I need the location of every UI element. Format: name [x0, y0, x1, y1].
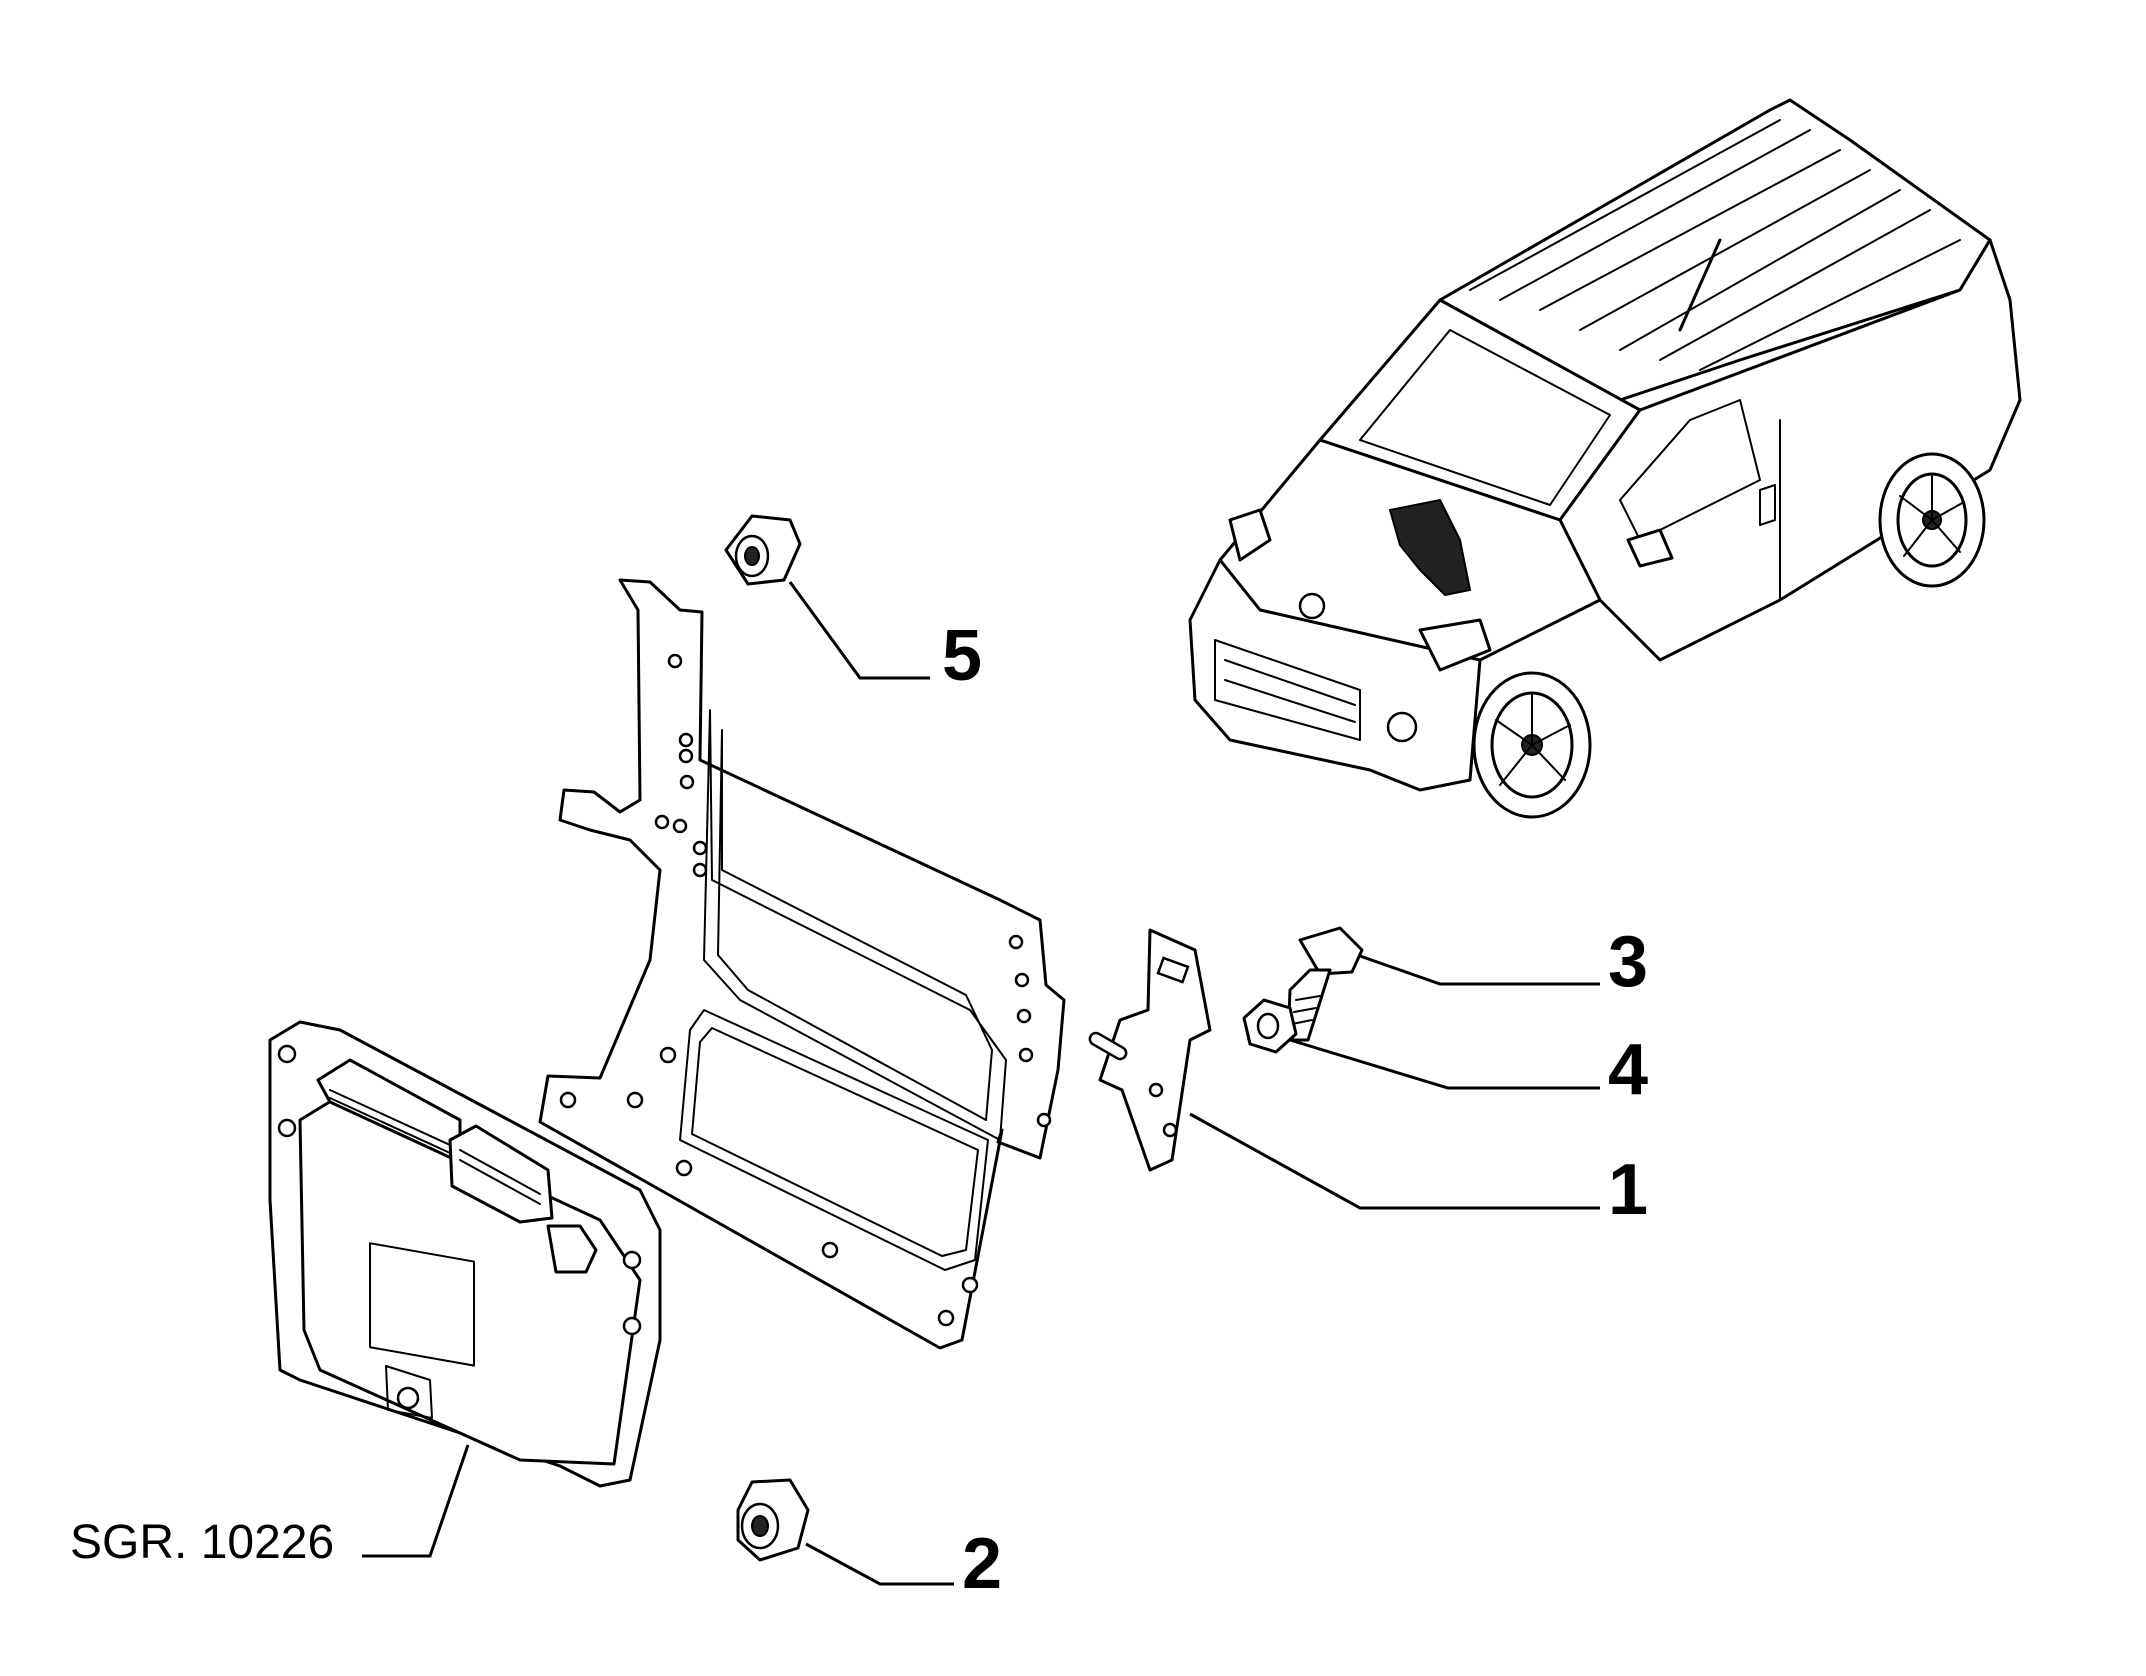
- callout-5: 5: [942, 616, 982, 696]
- callout-3: 3: [1608, 922, 1648, 1002]
- callout-1: 1: [1608, 1150, 1648, 1230]
- engine-control-unit: [268, 1020, 662, 1558]
- bolt-part-3: [1286, 926, 1600, 1042]
- flange-nut-part-2: [736, 1478, 954, 1586]
- callout-4: 4: [1608, 1030, 1648, 1110]
- callout-2: 2: [962, 1524, 1002, 1604]
- vehicle-illustration: [1188, 98, 2022, 819]
- leader-part-1: [1189, 1112, 1600, 1210]
- mounting-bracket: [538, 578, 1212, 1350]
- nut-part-5: [724, 514, 930, 680]
- reference-code: SGR. 10226: [70, 1516, 334, 1569]
- nut-part-4: [1242, 998, 1600, 1090]
